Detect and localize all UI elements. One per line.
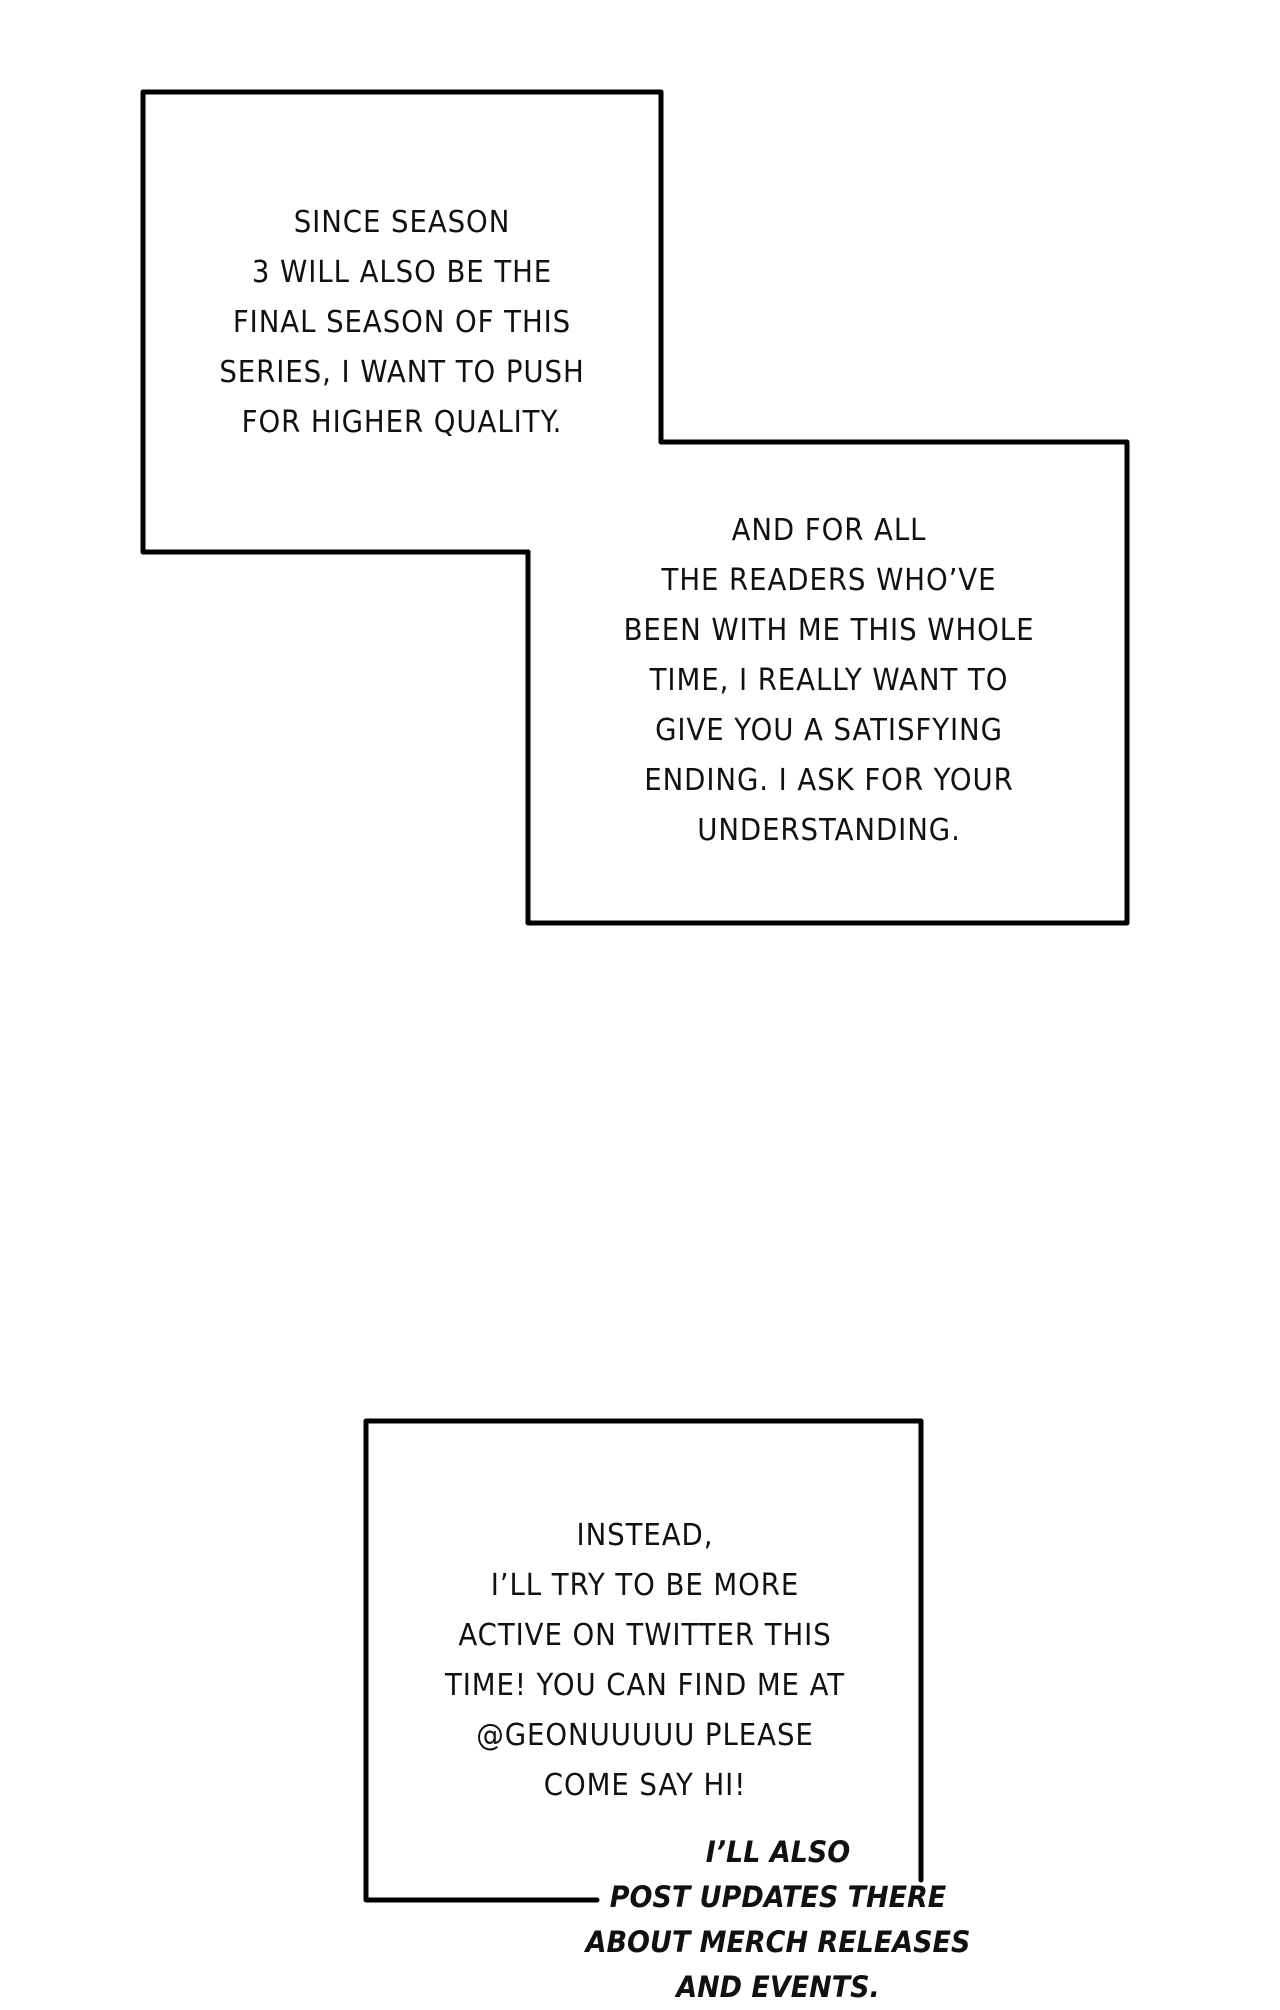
panel-1-border	[140, 89, 664, 555]
caption-line: SINCE SEASON	[293, 205, 511, 240]
aside-line: AND EVENTS.	[676, 1970, 880, 2004]
caption-line: SERIES, I WANT TO PUSH	[219, 355, 585, 390]
panel-2-border	[525, 439, 1130, 926]
panel-2-caption: AND FOR ALL THE READERS WHO’VE BEEN WITH…	[624, 506, 1035, 856]
caption-line: ACTIVE ON TWITTER THIS	[458, 1618, 832, 1653]
aside-line: POST UPDATES THERE	[586, 1875, 971, 1920]
caption-line: INSTEAD,	[576, 1518, 714, 1553]
aside-note: I’LL ALSO POST UPDATES THERE ABOUT MERCH…	[586, 1830, 971, 2010]
caption-line: TIME, I REALLY WANT TO	[649, 663, 1009, 698]
caption-line: AND FOR ALL	[731, 513, 927, 548]
caption-line: 3 WILL ALSO BE THE	[251, 255, 553, 290]
caption-line: I’LL TRY TO BE MORE	[490, 1568, 800, 1603]
caption-line: COME SAY HI!	[543, 1768, 747, 1803]
caption-line: UNDERSTANDING.	[697, 813, 961, 848]
panel-3-border	[363, 1418, 924, 1903]
panel-1-caption: SINCE SEASON 3 WILL ALSO BE THE FINAL SE…	[219, 198, 584, 448]
panel-3-caption: INSTEAD, I’LL TRY TO BE MORE ACTIVE ON T…	[445, 1511, 845, 1811]
caption-line: @GEONUUUUU PLEASE	[476, 1718, 814, 1753]
caption-line: THE READERS WHO’VE	[661, 563, 997, 598]
caption-line: TIME! YOU CAN FIND ME AT	[444, 1668, 846, 1703]
aside-line: I’LL ALSO	[705, 1835, 851, 1869]
aside-line-text: POST UPDATES THERE	[609, 1880, 947, 1914]
caption-line: FOR HIGHER QUALITY.	[241, 405, 563, 440]
caption-line: GIVE YOU A SATISFYING	[655, 713, 1003, 748]
aside-line: ABOUT MERCH RELEASES	[585, 1925, 971, 1959]
caption-line: ENDING. I ASK FOR YOUR	[644, 763, 1014, 798]
caption-line: FINAL SEASON OF THIS	[232, 305, 572, 340]
caption-line: BEEN WITH ME THIS WHOLE	[623, 613, 1035, 648]
